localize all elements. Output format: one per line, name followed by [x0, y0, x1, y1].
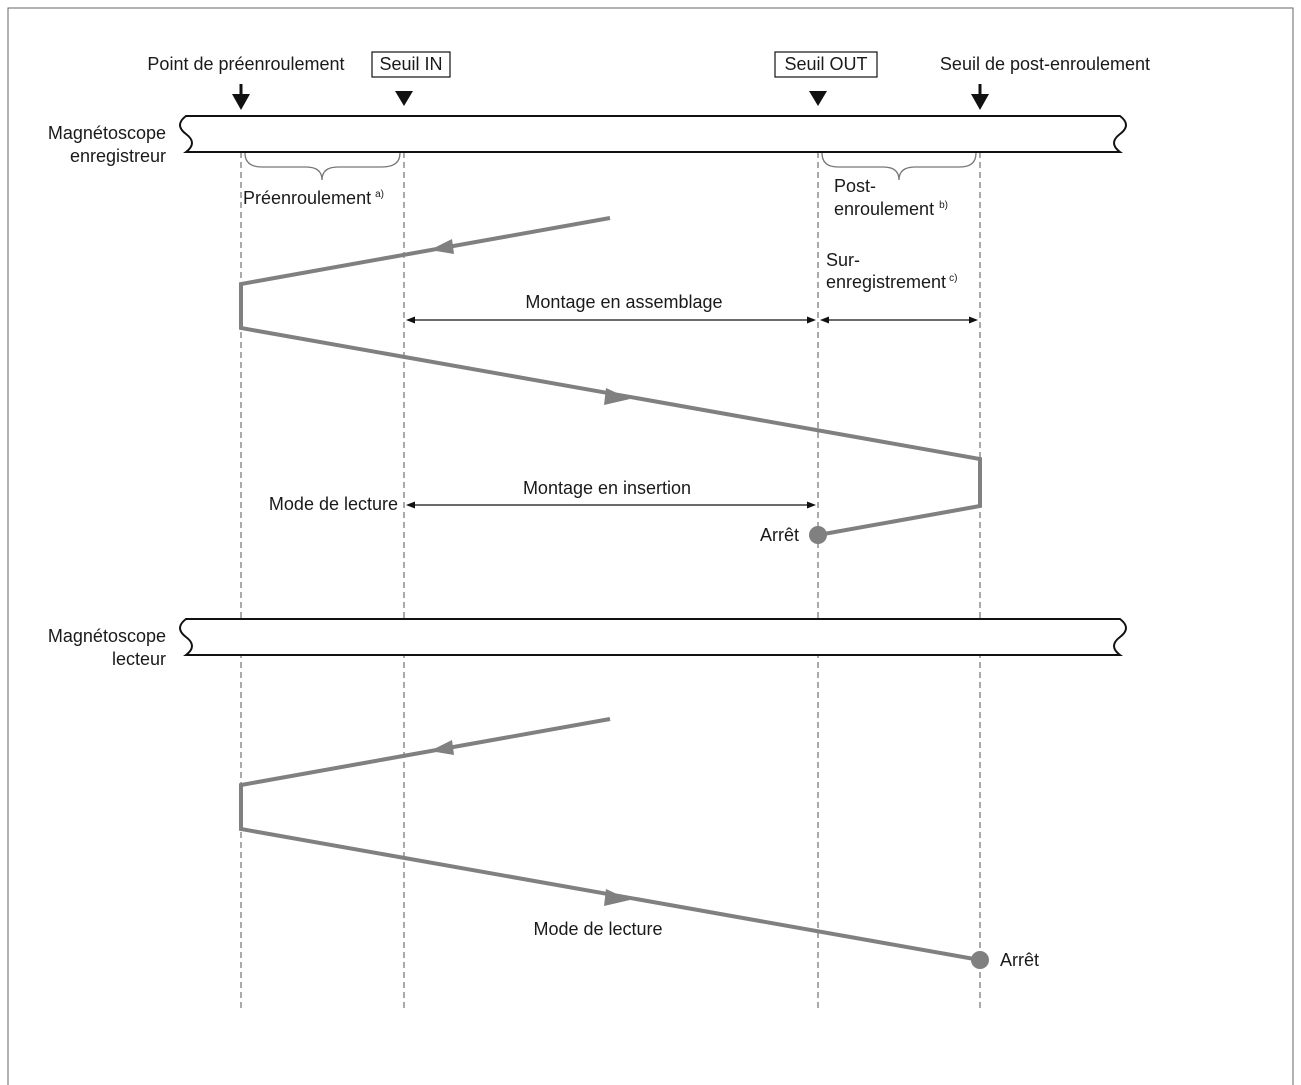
recorder-play-mode-label: Mode de lecture: [269, 494, 398, 514]
figure-frame: [7, 7, 1294, 1085]
player-label-line2: lecteur: [112, 649, 166, 669]
insert-edit-label: Montage en insertion: [523, 478, 691, 498]
preroll-brace: [244, 152, 401, 181]
overrecord-span-arrow: [820, 316, 978, 324]
player-play-arrow-icon: [604, 889, 630, 906]
postroll-brace: [821, 152, 977, 181]
in-point-label: Seuil IN: [379, 54, 442, 74]
recorder-label-line1: Magnétoscope: [48, 123, 166, 143]
player-rewind-arrow-icon: [430, 740, 454, 755]
out-point-box: [774, 51, 878, 78]
postroll-point-label: Seuil de post-enroulement: [940, 54, 1150, 74]
postroll-label-line1: Post-: [834, 176, 876, 196]
in-point-box: [371, 51, 451, 78]
player-stop-dot: [971, 951, 989, 969]
out-point-triangle-icon: [809, 91, 827, 106]
overrecord-label-line1: Sur-: [826, 250, 860, 270]
recorder-stop-label: Arrêt: [760, 525, 799, 545]
preroll-point-label: Point de préenroulement: [147, 54, 344, 74]
out-point-label: Seuil OUT: [784, 54, 867, 74]
insert-edit-span-arrow: [406, 501, 816, 509]
in-point-triangle-icon: [395, 91, 413, 106]
recorder-stop-dot: [809, 526, 827, 544]
recorder-tape: [179, 115, 1127, 153]
preroll-down-arrow-icon: [232, 84, 250, 110]
recorder-play-arrow-icon: [604, 388, 630, 405]
player-stop-label: Arrêt: [1000, 950, 1039, 970]
postroll-down-arrow-icon: [971, 84, 989, 110]
assemble-edit-label: Montage en assemblage: [525, 292, 722, 312]
player-tape: [179, 618, 1127, 656]
player-play-mode-label: Mode de lecture: [533, 919, 662, 939]
player-label-line1: Magnétoscope: [48, 626, 166, 646]
recorder-label-line2: enregistreur: [70, 146, 166, 166]
recorder-rewind-arrow-icon: [430, 239, 454, 254]
assemble-edit-span-arrow: [406, 316, 816, 324]
